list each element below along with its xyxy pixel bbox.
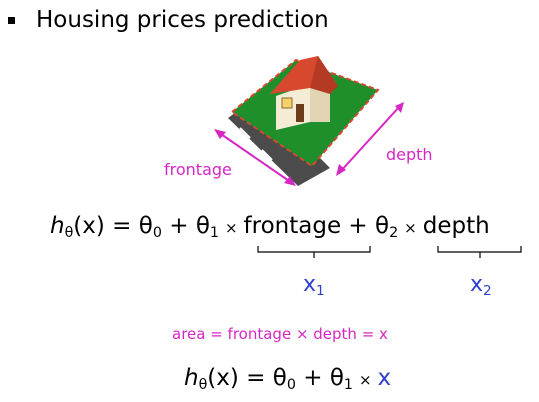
slide-title: Housing prices prediction — [36, 7, 329, 33]
times-operator: × — [224, 219, 238, 237]
hypothesis-equation-2: hθ(x) = θ0 + θ1×x — [184, 365, 391, 393]
x2-subscript: 2 — [483, 282, 492, 299]
depth-label: depth — [386, 145, 433, 164]
theta-1: θ — [329, 365, 344, 391]
h-symbol: h — [50, 213, 65, 239]
theta-0: θ — [138, 213, 153, 239]
depth-term: depth — [422, 213, 490, 239]
x2-label: x2 — [470, 272, 492, 299]
times-operator: × — [358, 371, 372, 389]
theta-0: θ — [272, 365, 287, 391]
theta-0-subscript: 0 — [152, 224, 162, 241]
x-variable: x — [377, 365, 392, 391]
road-marking — [239, 127, 251, 139]
theta-0-subscript: 0 — [286, 376, 296, 393]
theta-subscript: θ — [64, 224, 74, 241]
road-marking — [261, 149, 273, 161]
theta-subscript: θ — [198, 376, 208, 393]
lawn-border — [230, 58, 380, 168]
house-roof-side — [310, 56, 338, 94]
house-window — [281, 97, 293, 109]
h-symbol: h — [184, 365, 199, 391]
theta-1: θ — [195, 213, 210, 239]
paren-x: (x) = — [73, 213, 139, 239]
theta-2-subscript: 2 — [389, 224, 399, 241]
theta-2: θ — [375, 213, 390, 239]
x1-subscript: 1 — [316, 282, 325, 299]
x1-symbol: x — [303, 272, 317, 297]
bullet-marker — [8, 17, 15, 24]
x2-symbol: x — [470, 272, 484, 297]
house-wall-side — [310, 84, 330, 122]
theta-1-subscript: 1 — [209, 224, 219, 241]
house-door — [296, 104, 304, 122]
plus-operator: + — [295, 365, 330, 391]
times-operator: × — [404, 219, 417, 237]
theta-1-subscript: 1 — [343, 376, 353, 393]
hypothesis-equation-1: hθ(x) = θ0 + θ1×frontage + θ2×depth — [50, 213, 490, 241]
plus-operator: + — [161, 213, 196, 239]
area-definition: area = frontage × depth = x — [172, 325, 388, 343]
frontage-label: frontage — [164, 160, 232, 179]
frontage-term: frontage — [243, 213, 342, 239]
plus-operator: + — [341, 213, 376, 239]
paren-x: (x) = — [207, 365, 273, 391]
x1-label: x1 — [303, 272, 325, 299]
